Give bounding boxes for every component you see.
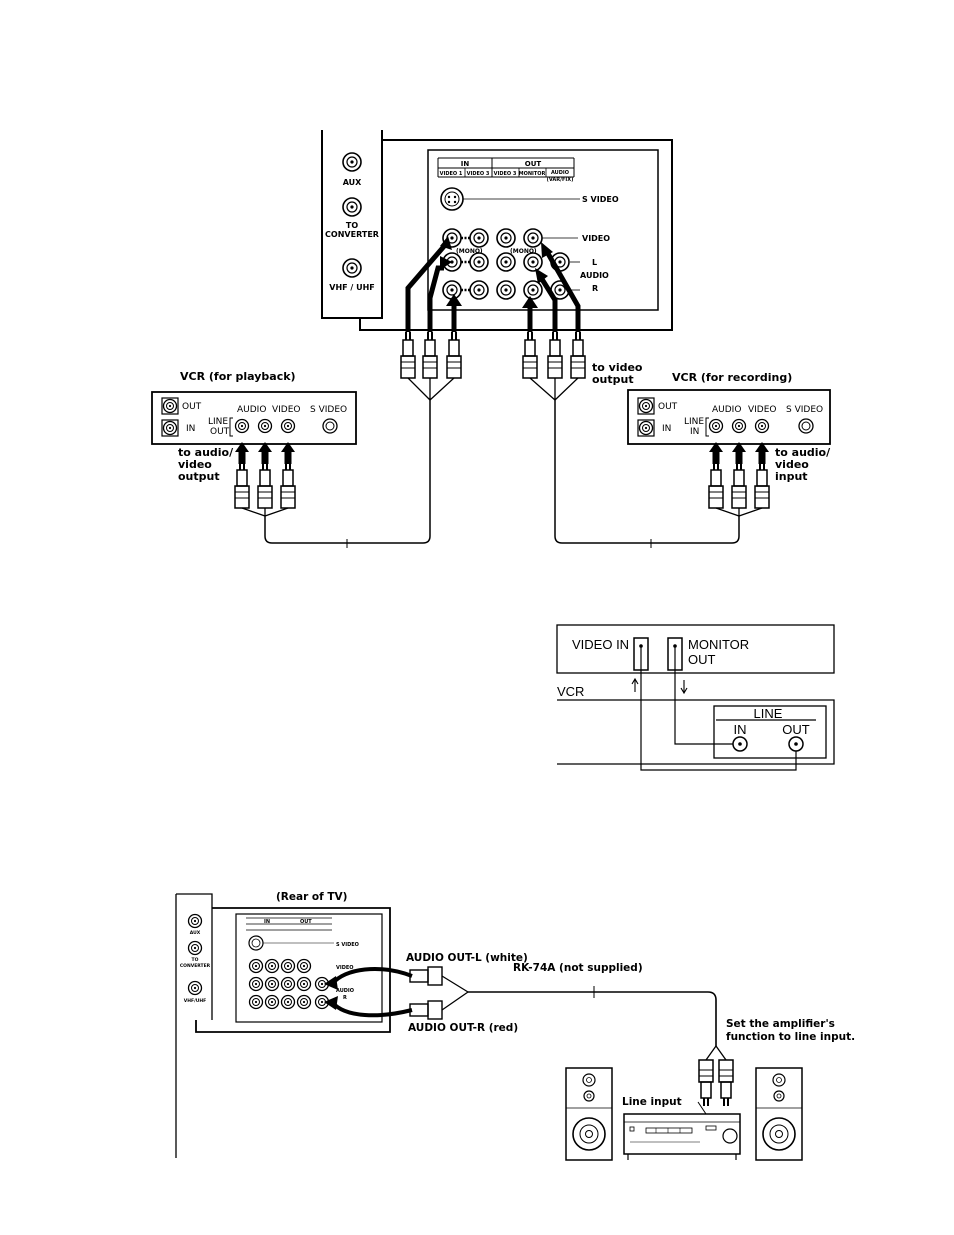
- tv-plugs-right: [522, 331, 586, 401]
- small-header-in: IN: [264, 919, 270, 925]
- amplifier: [623, 1113, 741, 1160]
- audio-out-l-label: AUDIO OUT-L (white): [406, 952, 528, 964]
- tv-jack-panel: [427, 149, 659, 311]
- amp-note-2: function to line input.: [726, 1031, 855, 1043]
- amp-note-1: Set the amplifier's: [726, 1018, 835, 1030]
- recording-line-label-1: LINE: [684, 417, 704, 427]
- to-converter-label-1: TO: [346, 221, 358, 230]
- small-r-label: R: [343, 995, 347, 1001]
- figure-1-vcr-connection: AUX TO CONVERTER VHF / UHF IN OUT VIDEO …: [151, 130, 831, 548]
- small-svideo-label: S VIDEO: [336, 942, 359, 948]
- tv-back-outline-small: [195, 907, 391, 1033]
- row-audio-label: AUDIO: [580, 271, 609, 280]
- recording-in-label: IN: [662, 424, 671, 434]
- output-arrows: [522, 242, 581, 332]
- monitor-out-label-2: OUT: [688, 652, 716, 667]
- row-l-label: L: [592, 258, 597, 267]
- vcr-recording-panel: OUT IN LINE IN AUDIO VIDEO S VIDEO: [627, 389, 831, 445]
- right-speaker: [755, 1067, 803, 1161]
- small-aux-label: AUX: [190, 930, 201, 936]
- small-vhf-uhf: VHF/UHF: [184, 998, 206, 1004]
- to-av-output-3: output: [178, 470, 220, 483]
- playback-in-label: IN: [186, 424, 195, 434]
- row-video-label: VIDEO: [582, 234, 610, 243]
- col-audio-1: AUDIO: [551, 170, 569, 176]
- cable-playback: [264, 400, 431, 544]
- vcr-playback-title: VCR (for playback): [180, 370, 296, 383]
- playback-video-label: VIDEO: [272, 405, 301, 415]
- cable-label: RK-74A (not supplied): [513, 962, 643, 974]
- tv-jack-grid: (MONO) (MONO): [442, 228, 570, 300]
- col-monitor: MONITOR: [519, 171, 546, 177]
- vcr-playback-panel: OUT IN LINE OUT AUDIO VIDEO S VIDEO: [151, 391, 357, 445]
- tv-box: [556, 624, 835, 674]
- col-video3-out: VIDEO 3: [494, 171, 517, 177]
- video-in-label: VIDEO IN: [572, 637, 629, 652]
- to-av-output-2: video: [178, 458, 212, 471]
- playback-out-label: OUT: [182, 402, 202, 412]
- tv-back-outline: [359, 139, 673, 331]
- to-video-output-2: output: [592, 373, 634, 386]
- audio-out-r-label: AUDIO OUT-R (red): [408, 1022, 518, 1034]
- signal-line-monitor-to-in: [674, 646, 733, 745]
- tv-plugs-left: [400, 331, 462, 401]
- monitor-out-label-1: MONITOR: [688, 637, 749, 652]
- svideo-jack: [440, 187, 464, 211]
- to-av-input-2: video: [775, 458, 809, 471]
- line-label: LINE: [754, 706, 783, 721]
- figure-2-signal-flow: VIDEO IN MONITOR OUT VCR LINE IN OUT: [556, 624, 835, 771]
- playback-line-label-2: OUT: [210, 427, 230, 437]
- recording-video-label: VIDEO: [748, 405, 777, 415]
- col-video3-in: VIDEO 3: [467, 171, 490, 177]
- mono-label-2: (MONO): [510, 248, 537, 255]
- recording-svideo-label: S VIDEO: [786, 405, 823, 415]
- header-out: OUT: [525, 160, 542, 168]
- line-out-label: OUT: [782, 722, 810, 737]
- small-to-converter-2: CONVERTER: [180, 963, 211, 969]
- to-av-input-3: input: [775, 470, 808, 483]
- col-video1: VIDEO 1: [440, 171, 463, 177]
- recording-plugs: [708, 442, 770, 517]
- cable-recording: [554, 400, 740, 544]
- to-av-input-1: to audio/: [775, 446, 831, 459]
- to-video-output-1: to video: [592, 361, 643, 374]
- recording-line-label-2: IN: [690, 427, 699, 437]
- rear-of-tv-label: (Rear of TV): [276, 891, 347, 903]
- to-converter-label-2: CONVERTER: [325, 230, 379, 239]
- line-in-label: IN: [734, 722, 747, 737]
- header-in: IN: [461, 160, 470, 168]
- left-speaker: [565, 1067, 613, 1161]
- aux-label: AUX: [343, 178, 362, 187]
- small-to-converter-1: TO: [192, 957, 199, 963]
- col-audio-2: (VAR/FIX): [547, 177, 574, 183]
- vcr-label: VCR: [557, 684, 584, 699]
- small-audio-label: AUDIO: [336, 988, 354, 994]
- playback-plugs: [234, 442, 296, 517]
- vhf-uhf-label: VHF / UHF: [329, 283, 375, 292]
- signal-line-out-to-video-in: [640, 646, 797, 771]
- playback-audio-label: AUDIO: [237, 405, 266, 415]
- small-video-label: VIDEO: [336, 965, 354, 971]
- input-arrows: [405, 236, 462, 332]
- small-jack-grid: [248, 958, 330, 1010]
- jack-header-table: IN OUT VIDEO 1 VIDEO 3 VIDEO 3 MONITOR A…: [437, 157, 575, 183]
- audio-plugs: [409, 966, 443, 1020]
- vcr-recording-title: VCR (for recording): [672, 371, 792, 384]
- row-svideo-label: S VIDEO: [582, 195, 619, 204]
- row-r-label: R: [592, 284, 598, 293]
- mono-label-1: (MONO): [456, 248, 483, 255]
- playback-svideo-label: S VIDEO: [310, 405, 347, 415]
- recording-out-label: OUT: [658, 402, 678, 412]
- vcr-box: [557, 699, 835, 765]
- small-header-out: OUT: [300, 919, 312, 925]
- playback-line-label-1: LINE: [208, 417, 228, 427]
- figure-3-audio-system: (Rear of TV) AUX TO CONVERTER VHF/UHF IN…: [175, 891, 855, 1161]
- cable-rk74a: [468, 991, 717, 1046]
- recording-audio-label: AUDIO: [712, 405, 741, 415]
- line-input-label: Line input: [622, 1096, 682, 1108]
- antenna-panel: AUX TO CONVERTER VHF / UHF: [321, 130, 383, 319]
- to-av-output-1: to audio/: [178, 446, 234, 459]
